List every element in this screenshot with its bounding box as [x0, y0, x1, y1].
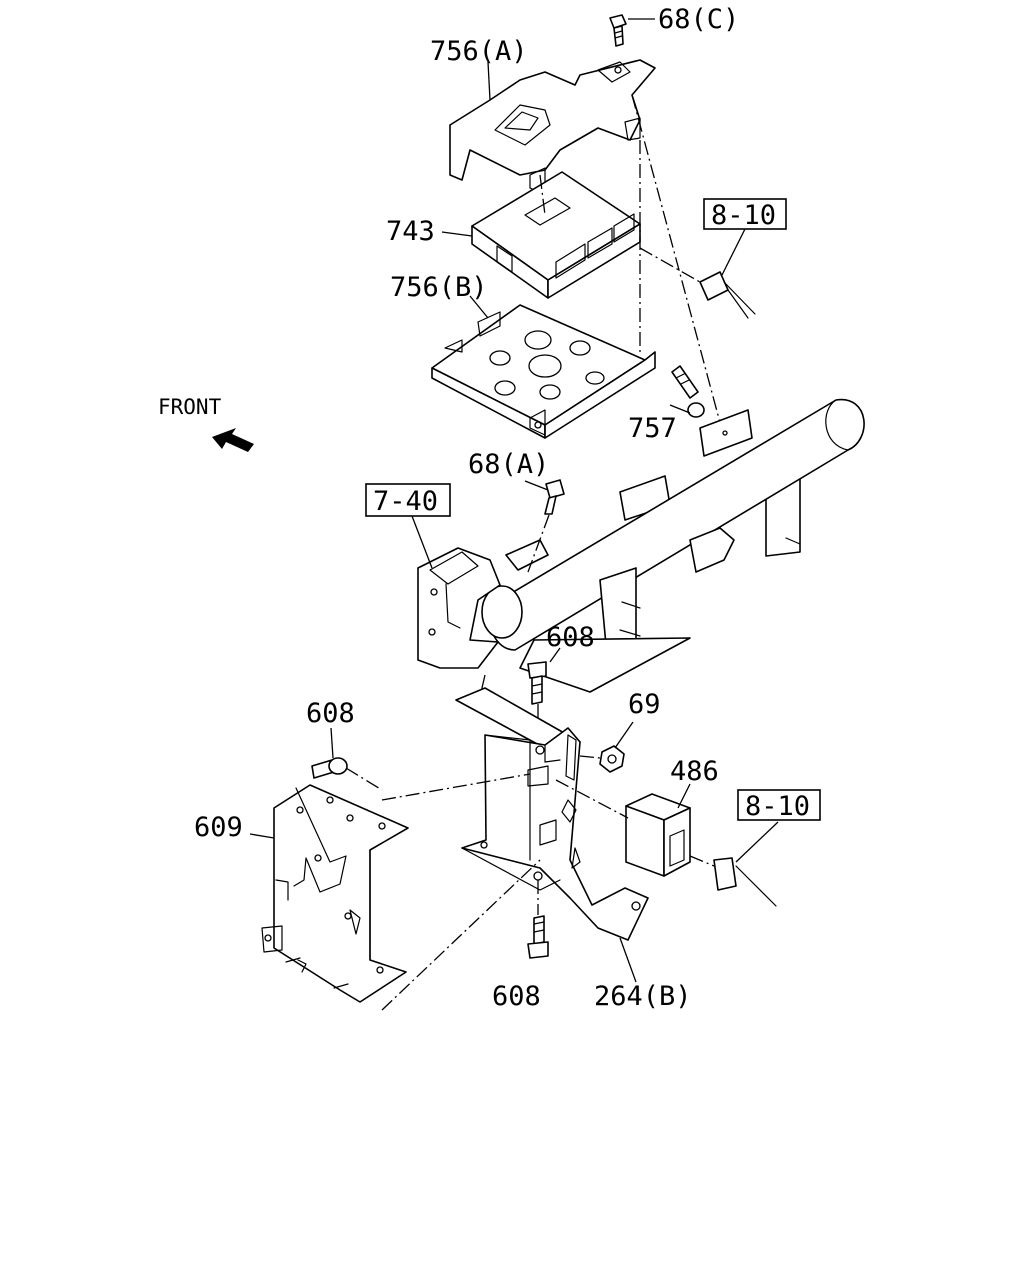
label-743: 743 — [386, 216, 435, 247]
label-609: 609 — [194, 812, 243, 843]
bolt-608-left — [311, 757, 348, 779]
relay-486 — [625, 793, 691, 877]
front-arrow-icon — [212, 428, 254, 452]
bolt-757 — [671, 365, 705, 418]
ref-box-8-10-top[interactable] — [703, 198, 787, 230]
control-unit-743 — [471, 171, 641, 299]
leader-743 — [441, 231, 473, 237]
bolt-68a — [544, 479, 565, 515]
label-608-top: 608 — [546, 622, 595, 653]
front-direction-label: FRONT — [158, 395, 222, 419]
bracket-609 — [261, 784, 409, 1003]
upper-bracket-756a — [449, 59, 656, 196]
bolt-608-bottom — [527, 915, 549, 959]
ref-7-40[interactable]: 7-40 — [373, 486, 438, 517]
ref-8-10-top[interactable]: 8-10 — [711, 200, 776, 231]
label-69: 69 — [628, 689, 661, 720]
label-756b: 756(B) — [390, 272, 488, 303]
bolt-608-top — [527, 661, 547, 705]
leader-756b — [469, 295, 489, 319]
leader-756a — [487, 61, 491, 101]
label-756a: 756(A) — [430, 36, 528, 67]
label-68c: 68(C) — [658, 4, 739, 35]
cover-7-40 — [417, 547, 501, 669]
label-608-left: 608 — [306, 698, 355, 729]
nut-69 — [599, 745, 625, 773]
label-757: 757 — [628, 413, 677, 444]
label-486: 486 — [670, 756, 719, 787]
bolt-68c — [609, 14, 627, 47]
label-68a: 68(A) — [468, 449, 549, 480]
label-264b: 264(B) — [594, 981, 692, 1012]
bracket-264b — [455, 687, 649, 941]
lower-bracket-756b — [431, 304, 656, 439]
cross-member-tube — [481, 399, 865, 693]
leader-757 — [669, 404, 691, 414]
label-608-bottom: 608 — [492, 981, 541, 1012]
connector-top — [699, 271, 756, 319]
connector-right — [713, 857, 777, 907]
ref-box-7-40[interactable] — [365, 483, 451, 517]
ref-8-10-right[interactable]: 8-10 — [745, 791, 810, 822]
ref-box-8-10-right[interactable] — [737, 789, 821, 821]
